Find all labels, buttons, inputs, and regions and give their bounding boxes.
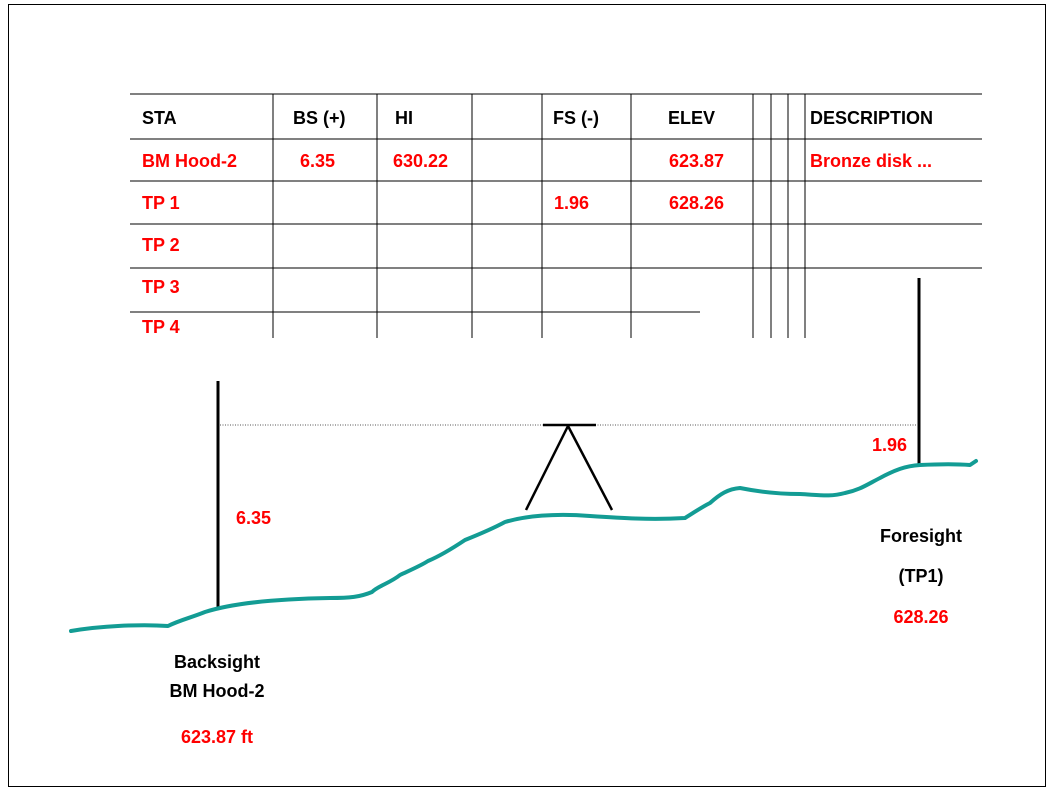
row-bm-description: Bronze disk ... (810, 151, 932, 171)
backsight-reading: 6.35 (236, 508, 271, 528)
row-tp4-sta: TP 4 (142, 317, 180, 337)
foresight-elevation: 628.26 (893, 607, 948, 627)
header-bs: BS (+) (293, 108, 346, 128)
row-tp1-elev: 628.26 (669, 193, 724, 213)
backsight-station-label: BM Hood-2 (170, 681, 265, 701)
header-description: DESCRIPTION (810, 108, 933, 128)
row-bm-hi: 630.22 (393, 151, 448, 171)
header-hi: HI (395, 108, 413, 128)
slide-frame (8, 4, 1046, 787)
ground-profile (69, 459, 978, 633)
row-tp1-sta: TP 1 (142, 193, 180, 213)
level-book-table (130, 93, 982, 338)
level-instrument-icon (524, 423, 614, 511)
row-tp1-fs: 1.96 (554, 193, 589, 213)
row-tp2-sta: TP 2 (142, 235, 180, 255)
foresight-reading: 1.96 (872, 435, 907, 455)
header-sta: STA (142, 108, 177, 128)
foresight-label: Foresight (880, 526, 962, 546)
row-bm-bs: 6.35 (300, 151, 335, 171)
header-fs: FS (-) (553, 108, 599, 128)
foresight-station-label: (TP1) (899, 566, 944, 586)
row-tp3-sta: TP 3 (142, 277, 180, 297)
backsight-label: Backsight (174, 652, 260, 672)
header-elev: ELEV (668, 108, 715, 128)
backsight-elevation: 623.87 ft (181, 727, 253, 747)
row-bm-sta: BM Hood-2 (142, 151, 237, 171)
row-bm-elev: 623.87 (669, 151, 724, 171)
